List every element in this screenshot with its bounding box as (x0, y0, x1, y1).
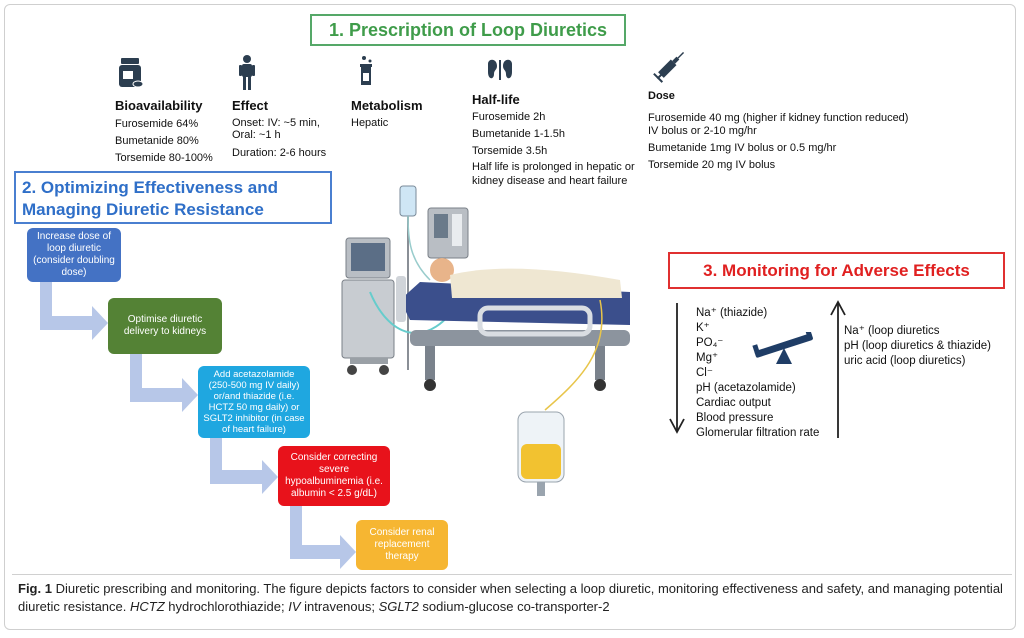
dose-line: Furosemide 40 mg (higher if kidney funct… (648, 112, 909, 124)
flow-arrow (210, 437, 278, 494)
decreased-item: K⁺ (696, 322, 710, 334)
monitoring-arrows (669, 300, 846, 438)
decreased-item: Glomerular filtration rate (696, 427, 820, 439)
decreased-item: Na⁺ (thiazide) (696, 307, 768, 319)
halflife-title: Half-life (472, 92, 520, 107)
step-add-acetazolamide: Add acetazolamide (250-500 mg IV daily) … (198, 366, 310, 438)
dose-line: Torsemide 20 mg IV bolus (648, 159, 776, 171)
metabolism-title: Metabolism (351, 98, 423, 113)
dose-title: Dose (648, 90, 675, 102)
bioavailability-line: Bumetanide 80% (115, 135, 199, 147)
caption-text: Diuretic prescribing and monitoring. The… (18, 581, 1003, 614)
effect-line: Onset: IV: ~5 min, (232, 117, 320, 129)
decreased-item: pH (acetazolamide) (696, 382, 796, 394)
figure-caption: Fig. 1 Diuretic prescribing and monitori… (18, 580, 1008, 616)
step-renal-replacement: Consider renal replacement therapy (356, 520, 448, 570)
hospital-bed-illustration (341, 185, 630, 496)
decreased-item: Cl⁻ (696, 367, 713, 379)
decreased-item: PO₄⁻ (696, 337, 724, 349)
increased-item: Na⁺ (loop diuretics (844, 325, 940, 337)
decreased-item: Blood pressure (696, 412, 774, 424)
caption-abbr: IV (288, 599, 301, 614)
caption-divider (12, 574, 1012, 575)
flow-arrow (40, 282, 108, 340)
section1-title: 1. Prescription of Loop Diuretics (310, 14, 626, 46)
lab-beaker-icon (360, 56, 372, 85)
halflife-line: kidney disease and heart failure (472, 175, 628, 187)
section2-title: 2. Optimizing Effectiveness and Managing… (14, 171, 332, 224)
person-icon (239, 55, 255, 90)
bioavailability-line: Torsemide 80-100% (115, 152, 213, 164)
dose-line: IV bolus or 2-10 mg/hr (648, 125, 757, 137)
caption-text: hydrochlorothiazide; (164, 599, 289, 614)
halflife-line: Torsemide 3.5h (472, 145, 548, 157)
caption-abbr: SGLT2 (378, 599, 419, 614)
caption-text: intravenous; (300, 599, 379, 614)
caption-abbr: HCTZ (130, 599, 165, 614)
effect-line: Oral: ~1 h (232, 129, 281, 141)
step-optimise-delivery: Optimise diuretic delivery to kidneys (108, 298, 222, 354)
kidney-icon (488, 59, 512, 80)
decreased-item: Mg⁺ (696, 352, 719, 364)
increased-item: pH (loop diuretics & thiazide) (844, 340, 992, 352)
flow-arrow (130, 354, 198, 412)
caption-text: sodium-glucose co-transporter-2 (418, 599, 610, 614)
pill-bottle-icon (119, 58, 144, 88)
increased-item: uric acid (loop diuretics) (844, 355, 966, 367)
dose-line: Bumetanide 1mg IV bolus or 0.5 mg/hr (648, 142, 837, 154)
syringe-icon (653, 52, 685, 83)
increased-list: Na⁺ (loop diuretics pH (loop diuretics &… (844, 324, 991, 369)
seesaw-icon (752, 332, 813, 364)
halflife-line: Furosemide 2h (472, 111, 546, 123)
decreased-list: Na⁺ (thiazide) K⁺ PO₄⁻ Mg⁺ Cl⁻ pH (aceta… (696, 306, 819, 441)
section3-title: 3. Monitoring for Adverse Effects (668, 252, 1005, 289)
decreased-item: Cardiac output (696, 397, 771, 409)
halflife-line: Bumetanide 1-1.5h (472, 128, 565, 140)
figure-frame (4, 4, 1016, 630)
effect-line: Duration: 2-6 hours (232, 147, 327, 159)
bioavailability-line: Furosemide 64% (115, 118, 199, 130)
step-increase-dose: Increase dose of loop diuretic (consider… (27, 228, 121, 282)
flow-arrow (290, 506, 356, 569)
caption-label: Fig. 1 (18, 581, 52, 596)
metabolism-line: Hepatic (351, 117, 389, 129)
halflife-line: Half life is prolonged in hepatic or (472, 161, 635, 173)
bioavailability-title: Bioavailability (115, 98, 203, 113)
step-correct-hypoalbuminemia: Consider correcting severe hypoalbuminem… (278, 446, 390, 506)
effect-title: Effect (232, 98, 269, 113)
